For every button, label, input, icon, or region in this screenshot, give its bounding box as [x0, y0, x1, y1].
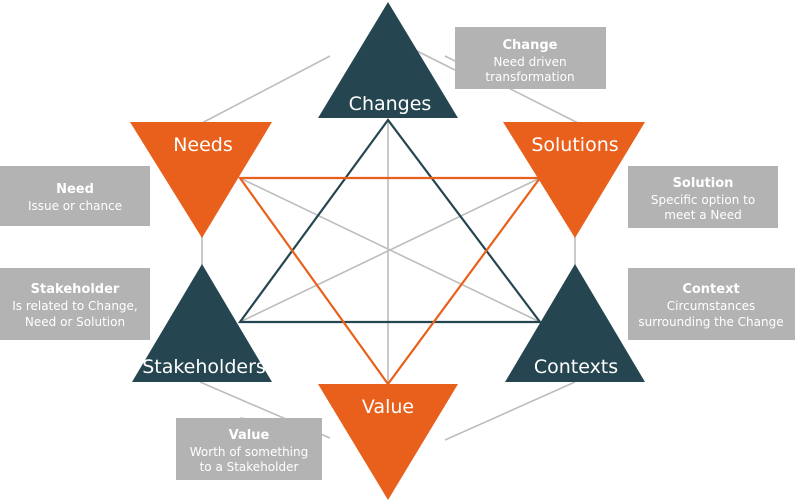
solution-definition-line-1: Specific option to [651, 193, 755, 207]
connector-line [199, 55, 331, 125]
contexts-label: Contexts [534, 356, 618, 378]
change-definition-line-1: Need driven [493, 55, 566, 69]
change-definition-title: Change [503, 38, 558, 53]
changes-node: Changes [318, 2, 458, 118]
connector-line [414, 49, 456, 71]
value-definition-title: Value [229, 428, 270, 443]
context-definition-line-1: Circumstances [667, 299, 755, 313]
dark-triangle-outline [237, 118, 543, 324]
solution-definition-line-2: meet a Need [664, 208, 742, 222]
needs-node: Needs [130, 122, 272, 238]
stakeholder-definition-line-1: Is related to Change, [12, 299, 137, 313]
change-definition-box: Change Need driven transformation [455, 27, 606, 89]
solution-definition-title: Solution [673, 176, 734, 191]
solutions-node: Solutions [503, 122, 645, 238]
contexts-node: Contexts [505, 264, 645, 382]
need-definition-box: Need Issue or chance [0, 166, 150, 226]
connector-line [239, 177, 541, 323]
change-definition-line-2: transformation [485, 70, 574, 84]
stakeholder-definition-title: Stakeholder [31, 282, 120, 297]
stakeholder-definition-line-2: Need or Solution [25, 315, 125, 329]
stakeholder-definition-box: Stakeholder Is related to Change, Need o… [0, 268, 150, 340]
value-definition-line-2: to a Stakeholder [200, 460, 299, 474]
value-definition-box: Value Worth of something to a Stakeholde… [176, 418, 322, 480]
orange-triangle-outline [237, 176, 543, 386]
value-definition-line-1: Worth of something [190, 445, 308, 459]
context-definition-box: Context Circumstances surrounding the Ch… [628, 268, 795, 340]
context-definition-line-2: surrounding the Change [638, 315, 783, 329]
value-label: Value [362, 396, 414, 418]
connector-line [444, 381, 576, 441]
need-definition-line-1: Issue or chance [28, 199, 122, 213]
solutions-label: Solutions [531, 134, 618, 156]
changes-label: Changes [349, 93, 432, 115]
need-definition-title: Need [56, 182, 94, 197]
context-definition-title: Context [682, 282, 739, 297]
value-node: Value [318, 384, 458, 500]
solution-definition-box: Solution Specific option to meet a Need [628, 166, 778, 228]
stakeholders-label: Stakeholders [142, 356, 266, 378]
stakeholders-node: Stakeholders [132, 264, 272, 382]
needs-label: Needs [173, 134, 233, 156]
